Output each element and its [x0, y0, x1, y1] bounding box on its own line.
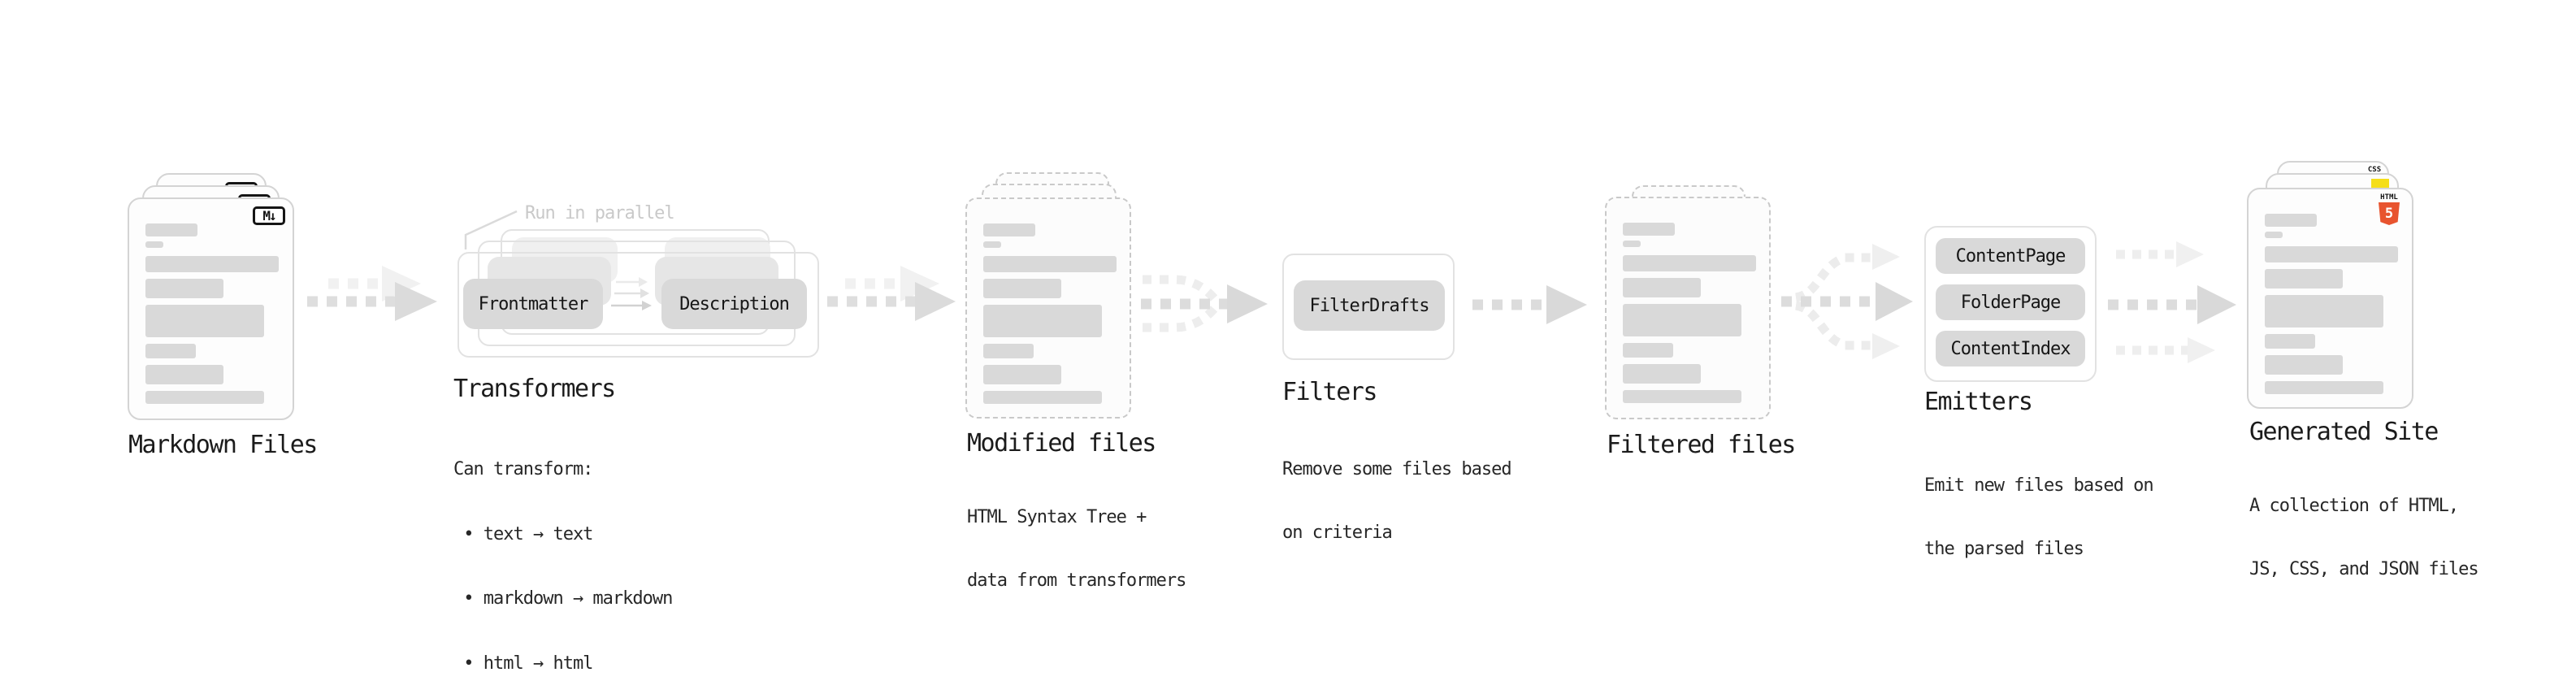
skeleton-bar	[145, 365, 223, 384]
modified-files-subtitle: HTML Syntax Tree + data from transformer…	[967, 465, 1186, 634]
skeleton-bar	[983, 223, 1035, 236]
html5-icon: HTML 5	[2377, 194, 2401, 225]
skeleton-bar	[983, 391, 1102, 404]
run-in-parallel-label: Run in parallel	[525, 203, 675, 223]
transformers-notes: Can transform: • text → text • markdown …	[453, 416, 673, 681]
pill-frontmatter: Frontmatter	[463, 279, 603, 329]
generated-site-title: Generated Site	[2249, 418, 2439, 446]
skeleton-bar	[2265, 269, 2343, 288]
skeleton-bar	[1623, 278, 1701, 297]
skeleton-bar	[1623, 343, 1673, 358]
skeleton-bar	[145, 241, 163, 248]
pill-contentpage: ContentPage	[1936, 238, 2085, 274]
skeleton-bar	[1623, 304, 1741, 336]
css-icon-label: CSS	[2367, 166, 2382, 174]
skeleton-bar	[2265, 295, 2383, 327]
skeleton-bar	[145, 344, 196, 358]
file-card-front	[965, 197, 1131, 419]
skeleton-bar	[2265, 381, 2383, 394]
pill-folderpage: FolderPage	[1936, 284, 2085, 320]
arrow-emitters-to-generated	[2108, 241, 2236, 363]
skeleton-bar	[983, 365, 1061, 384]
skeleton-bar	[1623, 255, 1756, 271]
arrow-filtered-to-emitters	[1781, 244, 1913, 359]
skeleton-bar	[145, 305, 264, 337]
subtitle-line: A collection of HTML,	[2249, 496, 2459, 516]
skeleton-bar	[2265, 232, 2283, 238]
emitters-subtitle: Emit new files based on the parsed files	[1924, 433, 2154, 602]
generated-site-subtitle: A collection of HTML, JS, CSS, and JSON …	[2249, 453, 2479, 622]
transformer-box-front	[458, 252, 819, 358]
skeleton-bar	[983, 241, 1001, 248]
skeleton-bar	[2265, 355, 2343, 375]
pill-filterdrafts: FilterDrafts	[1294, 280, 1445, 331]
skeleton-bar	[983, 279, 1061, 298]
subtitle-line: on criteria	[1282, 523, 1393, 543]
markdown-files-title: Markdown Files	[128, 431, 318, 459]
pill-contentindex: ContentIndex	[1936, 331, 2085, 367]
filtered-files-title: Filtered files	[1607, 431, 1796, 459]
transformers-note-line: • markdown → markdown	[453, 588, 673, 609]
skeleton-bar	[983, 305, 1102, 337]
skeleton-bar	[983, 344, 1034, 358]
markdown-icon: M↓	[253, 206, 285, 225]
skeleton-bar	[145, 279, 223, 298]
transformers-note-line: Can transform:	[453, 459, 593, 479]
pill-description: Description	[661, 279, 807, 329]
filters-subtitle: Remove some files based on criteria	[1282, 417, 1512, 586]
html5-icon-label: HTML	[2380, 193, 2398, 202]
skeleton-bar	[145, 223, 197, 236]
arrow-transformers-to-modified	[827, 266, 956, 321]
arrow-md-to-transformers	[307, 266, 437, 321]
filters-box	[1282, 254, 1455, 360]
filters-title: Filters	[1282, 378, 1377, 406]
skeleton-bar	[145, 391, 264, 404]
emitters-box	[1924, 226, 2097, 382]
html5-icon-shield: 5	[2379, 202, 2400, 225]
skeleton-bar	[2265, 334, 2315, 349]
skeleton-bar	[1623, 223, 1675, 236]
transformers-title: Transformers	[453, 375, 616, 403]
skeleton-bar	[145, 256, 279, 272]
skeleton-bar	[1623, 241, 1641, 247]
subtitle-line: data from transformers	[967, 570, 1186, 591]
file-card-front	[1605, 197, 1771, 419]
emitters-title: Emitters	[1924, 388, 2033, 416]
js-icon	[2371, 179, 2389, 189]
subtitle-line: JS, CSS, and JSON files	[2249, 559, 2479, 579]
subtitle-line: Emit new files based on	[1924, 475, 2154, 496]
skeleton-bar	[1623, 364, 1701, 384]
transformers-note-line: • text → text	[453, 523, 593, 544]
skeleton-bar	[2265, 246, 2398, 262]
arrow-filters-to-filtered	[1472, 285, 1587, 324]
subtitle-line: Remove some files based	[1282, 459, 1512, 479]
skeleton-bar	[983, 256, 1117, 272]
modified-files-title: Modified files	[967, 429, 1156, 458]
arrow-modified-to-filters	[1141, 275, 1268, 332]
file-card-front: M↓	[128, 197, 294, 420]
subtitle-line: the parsed files	[1924, 539, 2084, 559]
skeleton-bar	[2265, 214, 2317, 227]
subtitle-line: HTML Syntax Tree +	[967, 507, 1147, 527]
file-card-front: HTML 5	[2247, 188, 2413, 409]
transformers-note-line: • html → html	[453, 653, 593, 674]
skeleton-bar	[1623, 390, 1741, 403]
